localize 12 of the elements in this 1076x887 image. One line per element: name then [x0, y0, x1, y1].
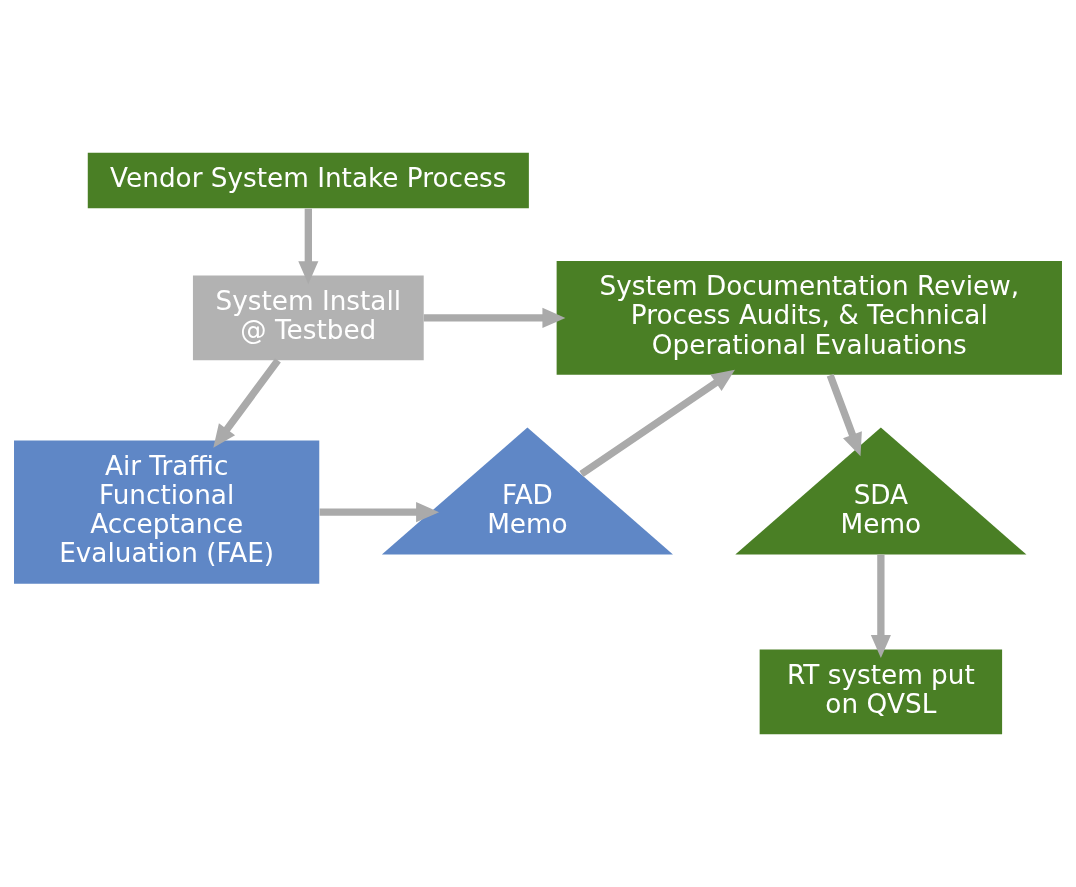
node-box: Air Traffic Functional Acceptance Evaluation (FAE)	[14, 440, 320, 584]
arrow	[826, 373, 862, 457]
node-box: System Install @ Testbed	[192, 275, 424, 361]
arrow	[213, 358, 281, 448]
arrow	[423, 307, 566, 328]
node-box: System Documentation Review, Process Audits, & Technical Operational Evaluations	[556, 260, 1062, 375]
node-box: Vendor System Intake Process	[87, 152, 529, 209]
arrow	[870, 554, 891, 659]
arrow	[579, 369, 735, 478]
arrow	[319, 502, 440, 523]
node-box: RT system put on QVSL	[759, 649, 1003, 735]
arrow	[298, 208, 319, 285]
